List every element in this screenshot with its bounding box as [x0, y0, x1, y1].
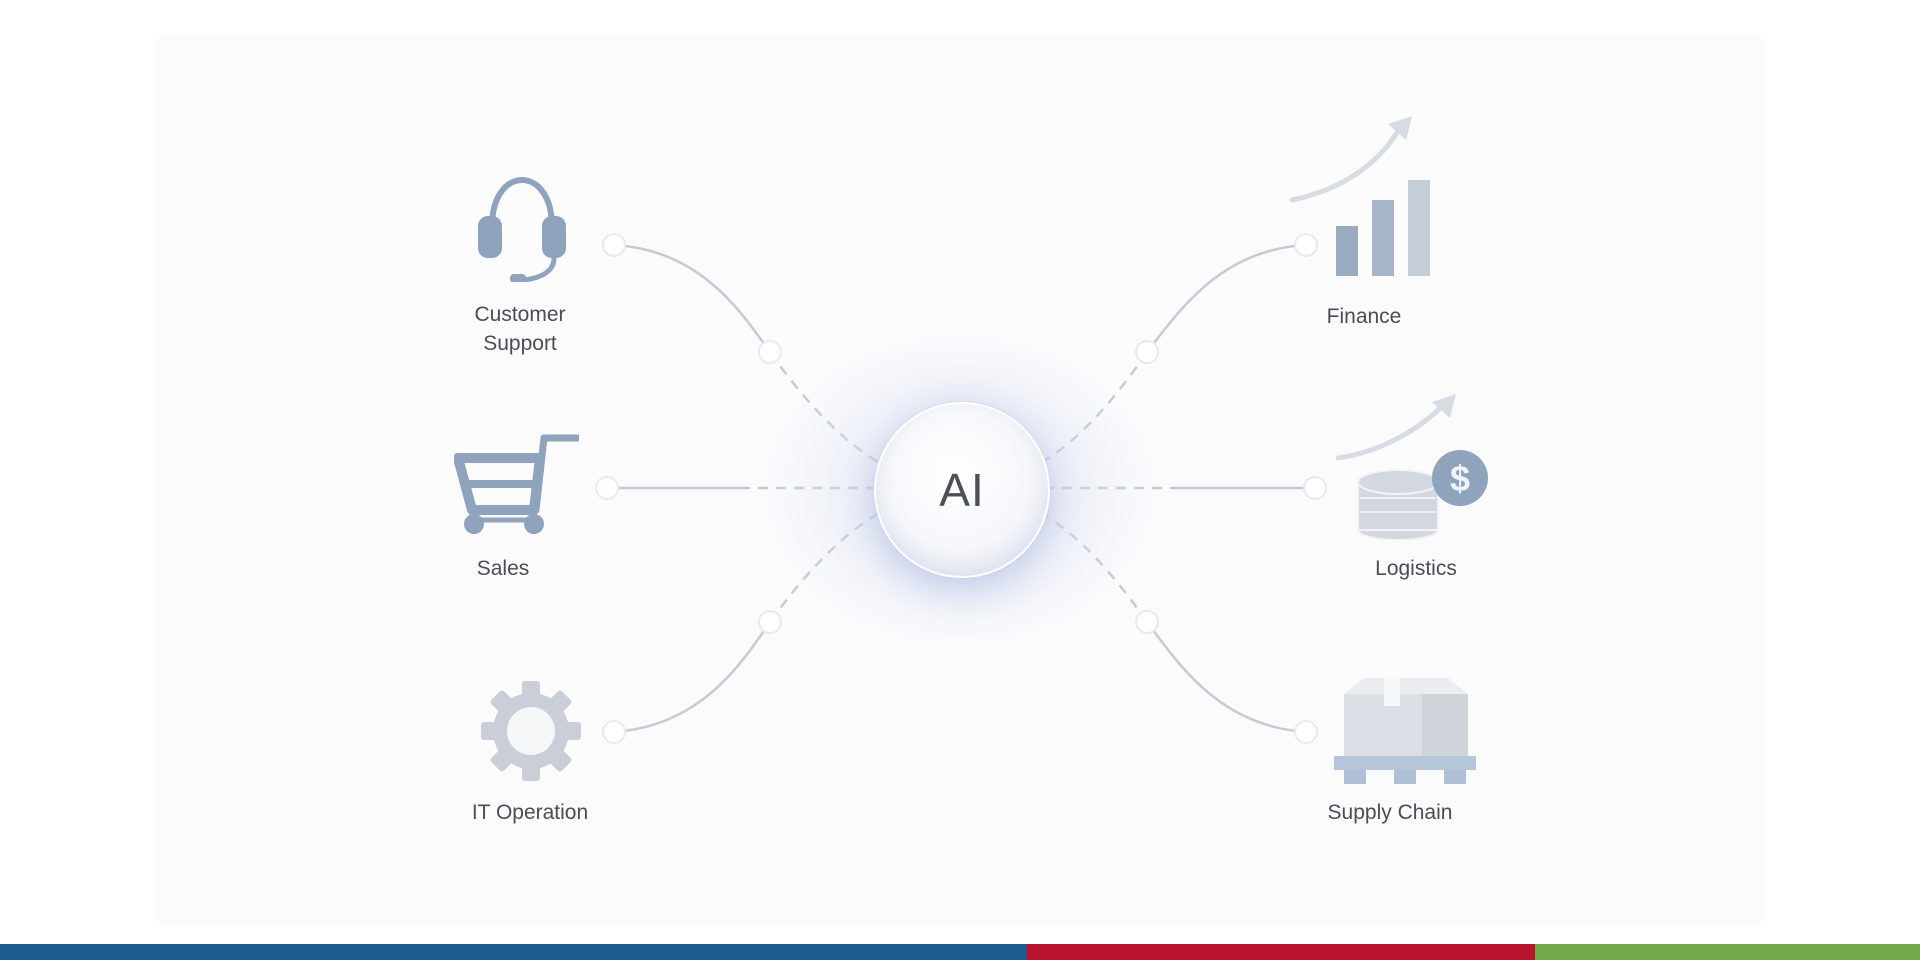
- connector-dot: [602, 720, 626, 744]
- node-label: Supply Chain: [1327, 801, 1453, 824]
- connector-dot: [758, 610, 782, 634]
- bar-segment-red: [1027, 944, 1535, 960]
- connector-dot: [1135, 340, 1159, 364]
- node-sales: Sales: [440, 428, 590, 580]
- bottom-color-bar: [0, 944, 1920, 960]
- ai-hub-label: AI: [939, 464, 985, 516]
- connector-dot: [1303, 476, 1327, 500]
- connector-dot: [1135, 610, 1159, 634]
- node-label: Sales: [476, 557, 530, 580]
- shopping-cart-icon: [454, 434, 579, 534]
- node-logistics: $ Logistics: [1320, 390, 1500, 590]
- bar-segment-green: [1535, 944, 1920, 960]
- node-label: Logistics: [1375, 557, 1457, 580]
- connector-dot: [1294, 720, 1318, 744]
- connector-dot: [595, 476, 619, 500]
- node-customer-support: Customer Support: [440, 170, 600, 370]
- node-finance: Finance: [1289, 110, 1460, 330]
- node-label: Customer: [474, 303, 566, 326]
- node-supply-chain: Supply Chain: [1300, 672, 1500, 842]
- node-label: Support: [483, 332, 557, 355]
- ai-hub: AI: [874, 402, 1050, 578]
- headset-icon: [478, 176, 566, 282]
- box-pallet-icon: [1334, 678, 1476, 784]
- node-label: Finance: [1326, 305, 1402, 328]
- coins-dollar-icon: $: [1335, 394, 1488, 540]
- connector-dot: [758, 340, 782, 364]
- node-it-operation: IT Operation: [440, 676, 640, 836]
- connector-dot: [602, 233, 626, 257]
- svg-text:$: $: [1450, 458, 1470, 499]
- connector-dot: [1294, 233, 1318, 257]
- gear-icon: [481, 681, 581, 781]
- bar-segment-blue: [0, 944, 1027, 960]
- bar-chart-growth-icon: [1289, 116, 1430, 276]
- node-label: IT Operation: [471, 801, 589, 824]
